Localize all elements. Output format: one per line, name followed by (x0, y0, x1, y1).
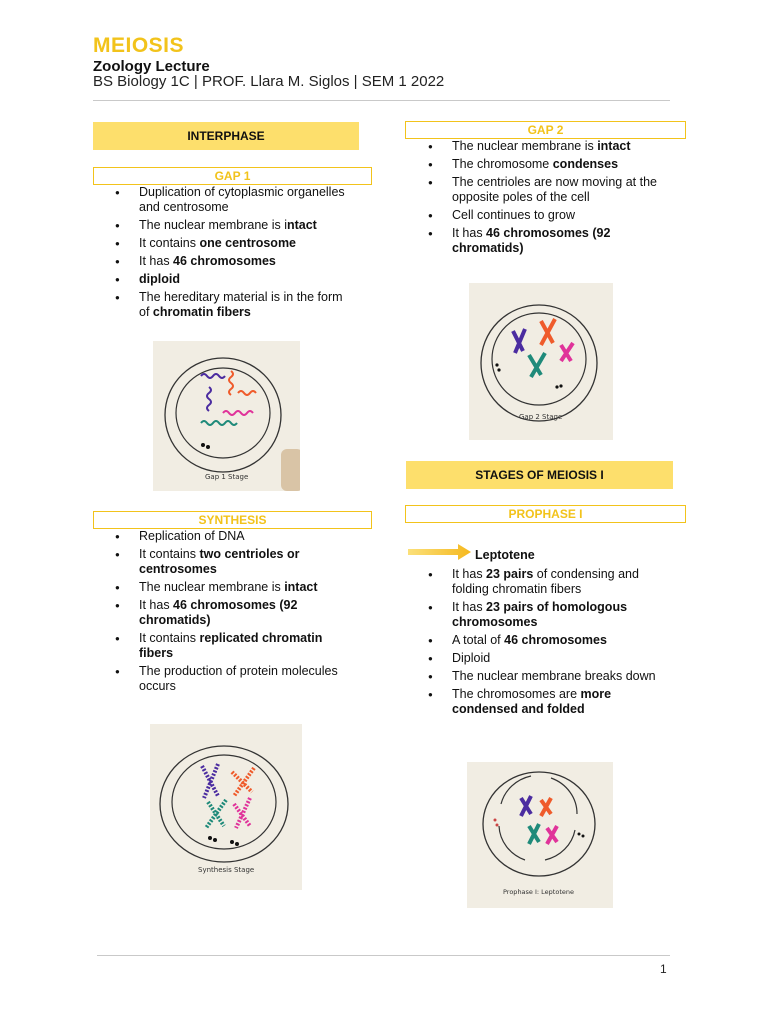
list-item: It has 46 chromosomes (114, 254, 354, 269)
list-item: The nuclear membrane is intact (114, 218, 354, 233)
gap1-photo-caption: Gap 1 Stage (205, 473, 248, 481)
list-item: It contains replicated chromatin fibers (114, 631, 354, 661)
synthesis-photo: Synthesis Stage (150, 724, 302, 890)
list-item: The production of protein molecules occu… (114, 664, 354, 694)
list-item: It has 46 chromosomes (92 chromatids) (427, 226, 672, 256)
leptotene-photo-caption: Prophase I: Leptotene (503, 888, 574, 896)
synthesis-photo-caption: Synthesis Stage (198, 866, 254, 874)
list-item: The centrioles are now moving at the opp… (427, 175, 672, 205)
page-number: 1 (660, 962, 667, 976)
leptotene-list: It has 23 pairs of condensing and foldin… (427, 567, 672, 720)
prophase1-heading: PROPHASE I (405, 505, 686, 523)
list-item: The nuclear membrane is intact (114, 580, 354, 595)
document-subtitle: Zoology Lecture (93, 58, 210, 75)
list-item: The hereditary material is in the form o… (114, 290, 354, 320)
list-item: It contains one centrosome (114, 236, 354, 251)
gap2-list: The nuclear membrane is intactThe chromo… (427, 139, 672, 259)
list-item: Cell continues to grow (427, 208, 672, 223)
list-item: It contains two centrioles or centrosome… (114, 547, 354, 577)
synthesis-list: Replication of DNA It contains two centri… (114, 529, 354, 697)
stages-of-meiosis-banner: STAGES OF MEIOSIS I (406, 461, 673, 489)
list-item: Replication of DNA (114, 529, 354, 544)
document-title: MEIOSIS (93, 34, 185, 57)
list-item: A total of 46 chromosomes (427, 633, 672, 648)
synthesis-heading: SYNTHESIS (93, 511, 372, 529)
gap2-photo-caption: Gap 2 Stage (519, 413, 562, 421)
list-item: The chromosomes are more condensed and f… (427, 687, 672, 717)
list-item: It has 23 pairs of condensing and foldin… (427, 567, 672, 597)
gap1-heading: GAP 1 (93, 167, 372, 185)
list-item: It has 46 chromosomes (92 chromatids) (114, 598, 354, 628)
leptotene-label: Leptotene (475, 548, 535, 562)
list-item: The nuclear membrane breaks down (427, 669, 672, 684)
gap1-photo: Gap 1 Stage (153, 341, 300, 491)
list-item: Diploid (427, 651, 672, 666)
list-item: The chromosome condenses (427, 157, 672, 172)
gap1-list: Duplication of cytoplasmic organelles an… (114, 185, 354, 323)
gap2-heading: GAP 2 (405, 121, 686, 139)
header-divider (93, 100, 670, 101)
interphase-banner: INTERPHASE (93, 122, 359, 150)
course-line: BS Biology 1C | PROF. Llara M. Siglos | … (93, 73, 445, 90)
footer-divider (97, 955, 670, 956)
list-item: Duplication of cytoplasmic organelles an… (114, 185, 354, 215)
list-item: It has 23 pairs of homologous chromosome… (427, 600, 672, 630)
list-item: The nuclear membrane is intact (427, 139, 672, 154)
list-item: diploid (114, 272, 354, 287)
gap2-photo: Gap 2 Stage (469, 283, 613, 440)
arrow-right-icon (408, 544, 471, 560)
leptotene-photo: Prophase I: Leptotene (467, 762, 613, 908)
